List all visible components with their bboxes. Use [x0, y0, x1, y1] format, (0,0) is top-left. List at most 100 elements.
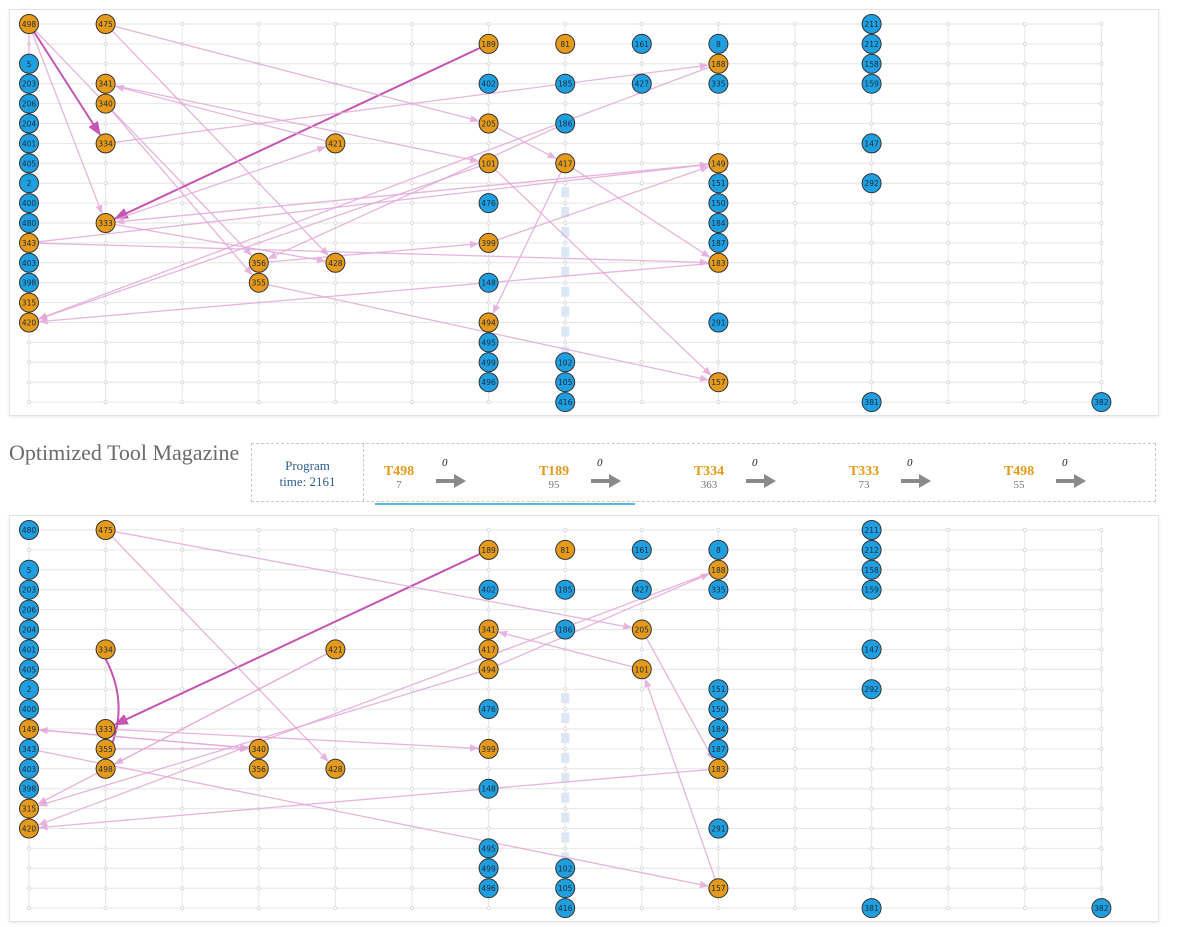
tool-idle[interactable]: 212: [861, 33, 882, 54]
tool-idle[interactable]: 402: [478, 73, 499, 94]
tool-active[interactable]: 183: [708, 758, 729, 779]
tool-idle[interactable]: 159: [861, 579, 882, 600]
tool-idle[interactable]: 147: [861, 639, 882, 660]
tool-idle[interactable]: 427: [631, 579, 652, 600]
tool-active[interactable]: 399: [478, 738, 499, 759]
tool-active[interactable]: 340: [248, 738, 269, 759]
tool-idle[interactable]: 382: [1091, 392, 1112, 413]
sequence-step[interactable]: T498 7 0: [364, 444, 519, 501]
sequence-step[interactable]: T333 73 0: [829, 444, 984, 501]
tool-active[interactable]: 420: [19, 312, 39, 333]
tool-active[interactable]: 356: [248, 758, 269, 779]
tool-active[interactable]: 421: [325, 133, 346, 154]
tool-idle[interactable]: 150: [708, 699, 729, 720]
tool-idle[interactable]: 150: [708, 193, 729, 214]
tool-active[interactable]: 149: [708, 153, 729, 174]
tool-idle[interactable]: 401: [19, 133, 39, 154]
tool-idle[interactable]: 105: [555, 878, 576, 899]
tool-active[interactable]: 428: [325, 252, 346, 273]
tool-idle[interactable]: 335: [708, 73, 729, 94]
tool-active[interactable]: 205: [631, 619, 652, 640]
tool-active[interactable]: 421: [325, 639, 346, 660]
tool-idle[interactable]: 403: [19, 252, 39, 273]
tool-idle[interactable]: 2: [19, 173, 39, 194]
tool-idle[interactable]: 203: [19, 579, 39, 600]
tool-idle[interactable]: 159: [861, 73, 882, 94]
tool-idle[interactable]: 5: [19, 53, 39, 74]
tool-idle[interactable]: 161: [631, 33, 652, 54]
tool-idle[interactable]: 102: [555, 858, 576, 879]
tool-active[interactable]: 494: [478, 659, 499, 680]
tool-idle[interactable]: 381: [861, 898, 882, 919]
tool-idle[interactable]: 206: [19, 599, 39, 620]
tool-idle[interactable]: 416: [555, 898, 576, 919]
tool-active[interactable]: 475: [95, 14, 116, 34]
tool-active[interactable]: 417: [555, 153, 576, 174]
tool-idle[interactable]: 158: [861, 559, 882, 580]
sequence-step[interactable]: T334 363 0: [674, 444, 829, 501]
tool-idle[interactable]: 186: [555, 113, 576, 134]
tool-active[interactable]: 356: [248, 252, 269, 273]
tool-idle[interactable]: 211: [861, 520, 882, 540]
tool-idle[interactable]: 5: [19, 559, 39, 580]
tool-idle[interactable]: 185: [555, 73, 576, 94]
tool-idle[interactable]: 203: [19, 73, 39, 94]
tool-idle[interactable]: 102: [555, 352, 576, 373]
tool-active[interactable]: 355: [248, 272, 269, 293]
tool-idle[interactable]: 211: [861, 14, 882, 34]
tool-idle[interactable]: 382: [1091, 898, 1112, 919]
sequence-scroll-indicator[interactable]: [375, 503, 635, 505]
tool-idle[interactable]: 499: [478, 352, 499, 373]
tool-active[interactable]: 315: [19, 292, 39, 313]
tool-active[interactable]: 149: [19, 719, 39, 739]
tool-idle[interactable]: 8: [708, 539, 729, 560]
tool-active[interactable]: 205: [478, 113, 499, 134]
tool-active[interactable]: 188: [708, 559, 729, 580]
tool-idle[interactable]: 206: [19, 93, 39, 114]
tool-idle[interactable]: 398: [19, 778, 39, 799]
tool-idle[interactable]: 403: [19, 758, 39, 779]
tool-active[interactable]: 343: [19, 232, 39, 253]
tool-idle[interactable]: 161: [631, 539, 652, 560]
tool-idle[interactable]: 416: [555, 392, 576, 413]
tool-idle[interactable]: 187: [708, 738, 729, 759]
tool-idle[interactable]: 292: [861, 173, 882, 194]
tool-idle[interactable]: 381: [861, 392, 882, 413]
tool-idle[interactable]: 343: [19, 738, 39, 759]
tool-idle[interactable]: 401: [19, 639, 39, 660]
tool-active[interactable]: 340: [95, 93, 116, 114]
tool-active[interactable]: 334: [95, 639, 116, 660]
tool-idle[interactable]: 8: [708, 33, 729, 54]
tool-idle[interactable]: 212: [861, 539, 882, 560]
tool-active[interactable]: 333: [95, 719, 116, 739]
tool-idle[interactable]: 105: [555, 372, 576, 393]
tool-active[interactable]: 81: [555, 539, 576, 560]
tool-idle[interactable]: 402: [478, 579, 499, 600]
tool-active[interactable]: 333: [95, 213, 116, 233]
tool-active[interactable]: 189: [478, 33, 499, 54]
tool-active[interactable]: 334: [95, 133, 116, 154]
tool-idle[interactable]: 151: [708, 173, 729, 194]
sequence-step[interactable]: T498 55 0: [984, 444, 1139, 501]
tool-idle[interactable]: 335: [708, 579, 729, 600]
tool-idle[interactable]: 400: [19, 193, 39, 214]
tool-idle[interactable]: 291: [708, 818, 729, 839]
tool-active[interactable]: 355: [95, 738, 116, 759]
tool-idle[interactable]: 427: [631, 73, 652, 94]
tool-idle[interactable]: 405: [19, 153, 39, 174]
tool-idle[interactable]: 292: [861, 679, 882, 700]
tool-idle[interactable]: 499: [478, 858, 499, 879]
tool-idle[interactable]: 476: [478, 699, 499, 720]
tool-idle[interactable]: 400: [19, 699, 39, 720]
tool-idle[interactable]: 495: [478, 332, 499, 353]
tool-idle[interactable]: 2: [19, 679, 39, 700]
tool-idle[interactable]: 184: [708, 213, 729, 233]
tool-idle[interactable]: 184: [708, 719, 729, 739]
tool-idle[interactable]: 496: [478, 878, 499, 899]
tool-active[interactable]: 341: [478, 619, 499, 640]
tool-active[interactable]: 157: [708, 878, 729, 899]
tool-active[interactable]: 101: [631, 659, 652, 680]
tool-idle[interactable]: 495: [478, 838, 499, 859]
tool-active[interactable]: 188: [708, 53, 729, 74]
tool-idle[interactable]: 204: [19, 619, 39, 640]
